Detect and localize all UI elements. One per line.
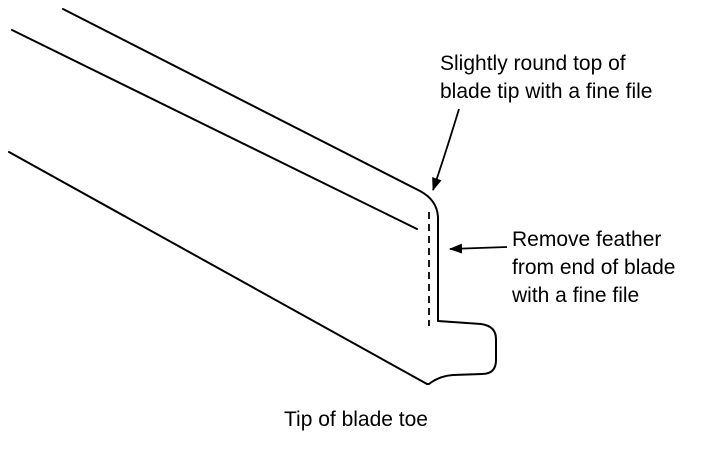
annotation-remove-feather-line3: with a fine file <box>512 284 640 307</box>
blade-top-edge <box>62 8 439 322</box>
blade-top-inner-edge <box>11 29 418 230</box>
annotation-remove-feather-line1: Remove feather <box>512 228 662 251</box>
annotation-round-top: Slightly round top of blade tip with a f… <box>440 50 652 106</box>
annotation-remove-feather-line2: from end of blade <box>512 256 676 279</box>
caption-tip-of-blade-toe: Tip of blade toe <box>284 408 428 431</box>
annotation-round-top-line1: Slightly round top of <box>440 52 626 75</box>
annotation-round-top-line2: blade tip with a fine file <box>440 80 653 103</box>
arrow-to-blade-tip-icon <box>432 108 460 191</box>
blade-toe-outline <box>426 320 497 385</box>
annotation-remove-feather: Remove feather from end of blade with a … <box>512 226 675 310</box>
blade-bottom-edge <box>8 151 428 385</box>
arrow-to-blade-end-icon <box>449 243 508 254</box>
